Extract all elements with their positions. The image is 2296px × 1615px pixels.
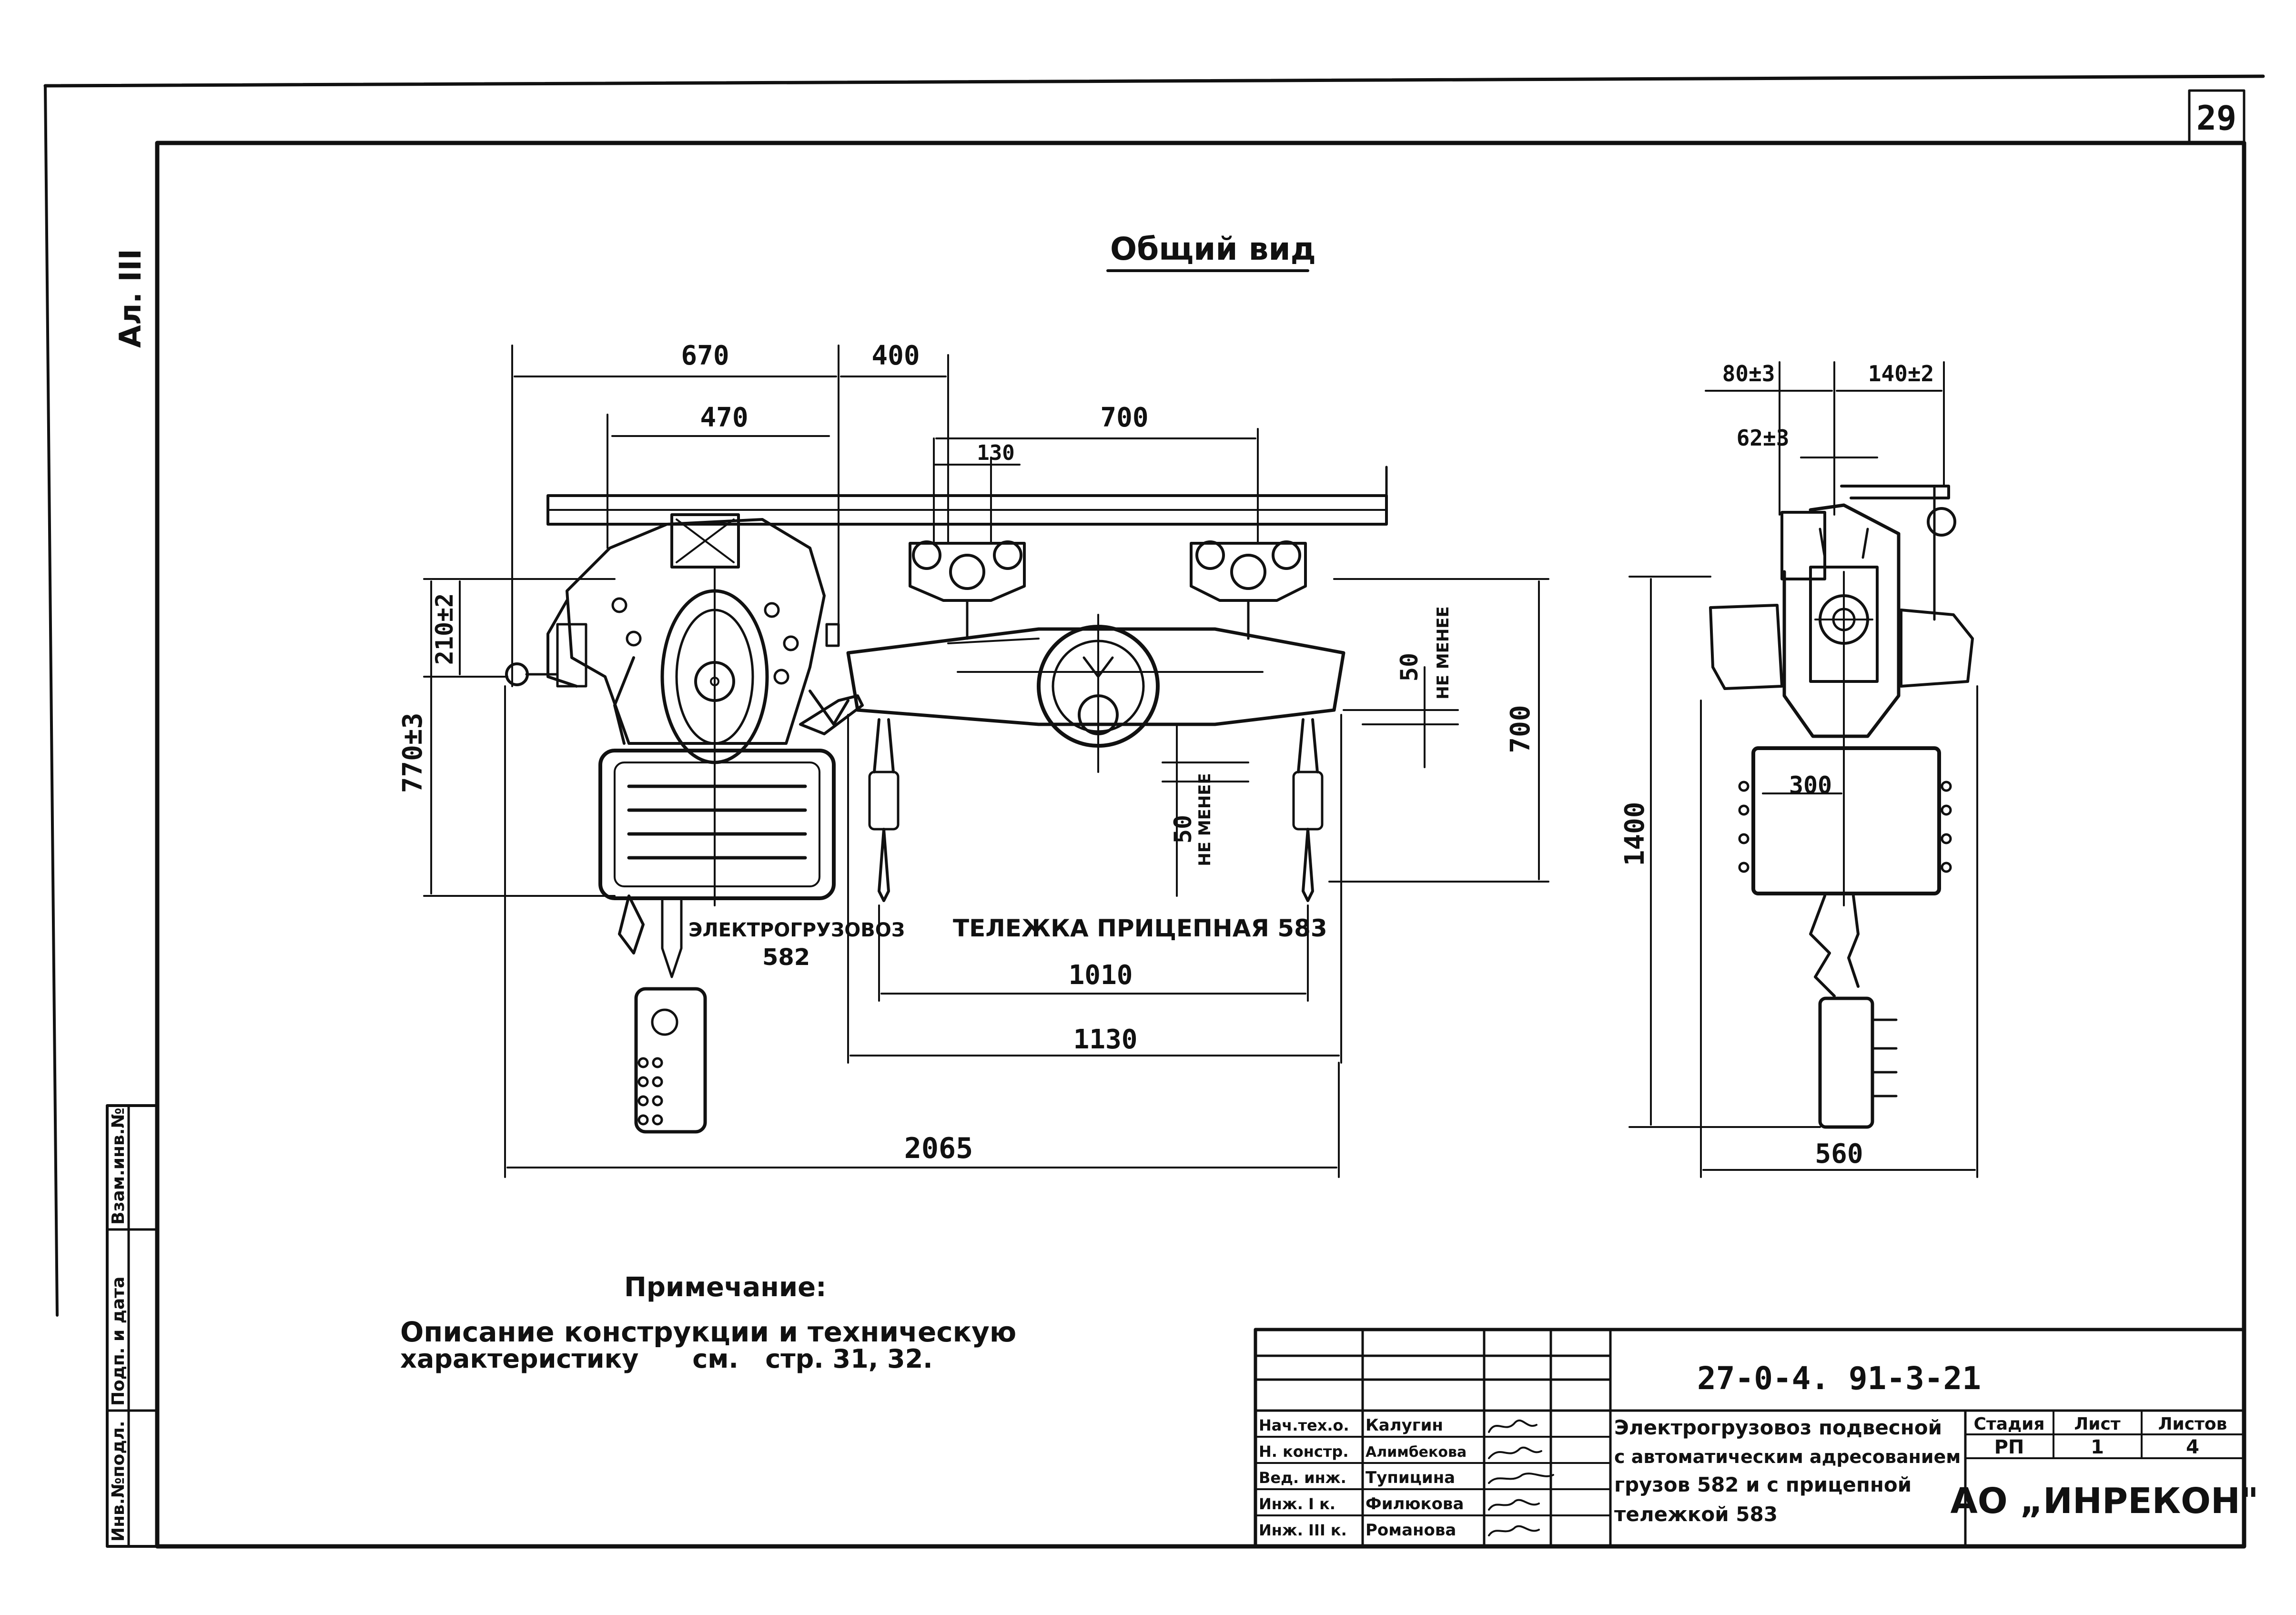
note-heading: Примечание: bbox=[624, 1272, 826, 1303]
signatures bbox=[1488, 1419, 1554, 1536]
dim-470: 470 bbox=[700, 402, 748, 433]
dim-80: 80±3 bbox=[1722, 361, 1775, 386]
side-view bbox=[1709, 485, 1974, 1129]
dim-670: 670 bbox=[681, 340, 729, 371]
page-number: 29 bbox=[2196, 99, 2236, 138]
dim-1010: 1010 bbox=[1069, 960, 1133, 991]
note-line-2: характеристику см. стр. 31, 32. bbox=[400, 1344, 933, 1374]
dim-210: 210±2 bbox=[431, 593, 458, 665]
name-kalugin: Калугин bbox=[1365, 1416, 1443, 1435]
front-view-dimensions bbox=[423, 345, 1549, 1178]
dim-1130: 1130 bbox=[1073, 1024, 1138, 1055]
dim-560: 560 bbox=[1815, 1138, 1863, 1169]
role-lead-engineer: Вед. инж. bbox=[1259, 1469, 1346, 1487]
dim-2065: 2065 bbox=[904, 1132, 973, 1165]
role-head: Нач.тех.о. bbox=[1259, 1416, 1349, 1434]
dim-62: 62±3 bbox=[1737, 425, 1790, 451]
dim-700-right: 700 bbox=[1505, 705, 1536, 753]
dim-140: 140±2 bbox=[1868, 361, 1934, 386]
label-hoist-number: 582 bbox=[762, 944, 810, 971]
sheet-header: Лист bbox=[2074, 1414, 2120, 1434]
note-line-1: Описание конструкции и техническую bbox=[400, 1316, 1016, 1348]
name-filyukova: Филюкова bbox=[1365, 1494, 1464, 1513]
album-label: Ал. III bbox=[113, 249, 148, 348]
role-constructor: Н. констр. bbox=[1259, 1442, 1348, 1461]
dim-770: 770±3 bbox=[397, 713, 428, 793]
dim-300: 300 bbox=[1789, 772, 1832, 799]
description-line-4: тележкой 583 bbox=[1614, 1503, 1778, 1526]
dim-130: 130 bbox=[977, 441, 1014, 465]
label-trolley: ТЕЛЕЖКА ПРИЦЕПНАЯ 583 bbox=[953, 914, 1327, 942]
sheet-value: 1 bbox=[2091, 1436, 2104, 1458]
description-line-2: с автоматическим адресованием bbox=[1614, 1446, 1961, 1467]
dim-50-mid: 50 bbox=[1169, 815, 1197, 843]
drawing-title: Общий вид bbox=[1110, 231, 1316, 267]
name-alimbekova: Алимбекова bbox=[1365, 1444, 1467, 1461]
sheets-value: 4 bbox=[2186, 1436, 2199, 1458]
name-romanova: Романова bbox=[1365, 1521, 1456, 1540]
left-stamp bbox=[106, 1104, 159, 1548]
stamp-cell-date: Подп. и дата bbox=[109, 1277, 128, 1406]
stage-value: РП bbox=[1994, 1436, 2024, 1458]
stamp-cell-inv: Инв.№подл. bbox=[109, 1421, 128, 1542]
stage-header: Стадия bbox=[1974, 1414, 2045, 1434]
dim-1400: 1400 bbox=[1619, 802, 1650, 866]
sheet-frame bbox=[43, 74, 2265, 1549]
dim-700-top: 700 bbox=[1100, 402, 1148, 433]
sheets-header: Листов bbox=[2158, 1414, 2227, 1434]
description-line-3: грузов 582 и с прицепной bbox=[1614, 1473, 1912, 1496]
dim-50-mid-note: НЕ МЕНЕЕ bbox=[1195, 773, 1214, 866]
company-name: АО „ИНРЕКОН" bbox=[1950, 1481, 2258, 1522]
document-code: 27-0-4. 91-3-21 bbox=[1697, 1360, 1981, 1397]
title-block bbox=[1254, 1328, 2246, 1548]
dim-50-right-note: НЕ МЕНЕЕ bbox=[1434, 606, 1453, 699]
role-engineer-1: Инж. I к. bbox=[1259, 1495, 1335, 1513]
description-line-1: Электрогрузовоз подвесной bbox=[1614, 1416, 1942, 1439]
side-view-dimensions bbox=[1628, 361, 1978, 1178]
label-hoist: ЭЛЕКТРОГРУЗОВОЗ bbox=[688, 919, 905, 941]
dim-400: 400 bbox=[871, 340, 920, 371]
stamp-cell-replace: Взам.инв.№ bbox=[109, 1107, 128, 1225]
name-tupitsina: Тупицина bbox=[1365, 1468, 1455, 1487]
front-view bbox=[505, 466, 1388, 1134]
dim-50-right: 50 bbox=[1396, 653, 1423, 681]
role-engineer-3: Инж. III к. bbox=[1259, 1521, 1347, 1539]
